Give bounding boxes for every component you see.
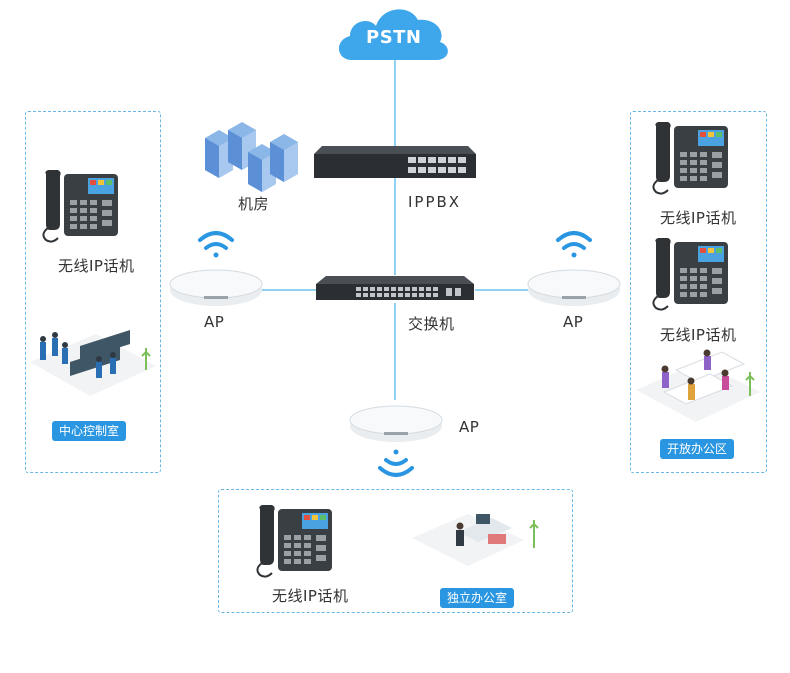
wifi-signal-icon: [378, 449, 414, 477]
left-phone-label: 无线IP话机: [58, 257, 135, 275]
ippbx-device-icon: [314, 146, 476, 178]
bottom-area-badge: 独立办公室: [440, 588, 515, 608]
ip-phone-icon: [256, 504, 333, 578]
switch-label: 交换机: [408, 315, 455, 333]
server-rack-icon: [205, 122, 298, 192]
zone-left-box: [25, 111, 161, 473]
ip-phone-icon: [42, 169, 119, 243]
right-phone-top-label: 无线IP话机: [660, 209, 737, 227]
right-area-badge: 开放办公区: [660, 439, 735, 459]
ap-bottom-label: AP: [459, 418, 480, 436]
wifi-signal-icon: [556, 231, 592, 258]
wifi-signal-icon: [198, 231, 234, 258]
zone-bottom-box: [218, 489, 573, 613]
ap-right-label: AP: [563, 313, 584, 331]
right-phone-middle-label: 无线IP话机: [660, 326, 737, 344]
access-point-icon: [527, 269, 621, 306]
left-area-badge: 中心控制室: [52, 421, 127, 441]
control-room-icon: [30, 330, 156, 396]
private-office-icon: [412, 514, 539, 566]
ip-phone-icon: [652, 121, 729, 195]
cloud-icon: [338, 9, 448, 60]
server-room-label: 机房: [238, 195, 270, 213]
access-point-icon: [349, 405, 443, 442]
ippbx-label: IPPBX: [408, 193, 462, 211]
open-office-icon: [636, 349, 760, 422]
ap-left-label: AP: [204, 313, 225, 331]
network-switch-icon: [316, 276, 474, 300]
pstn-label: PSTN: [366, 27, 422, 48]
zone-right-box: [630, 111, 767, 473]
access-point-icon: [169, 269, 263, 306]
connection-lines: [262, 58, 530, 400]
bottom-phone-label: 无线IP话机: [272, 587, 349, 605]
ip-phone-icon: [652, 237, 729, 311]
